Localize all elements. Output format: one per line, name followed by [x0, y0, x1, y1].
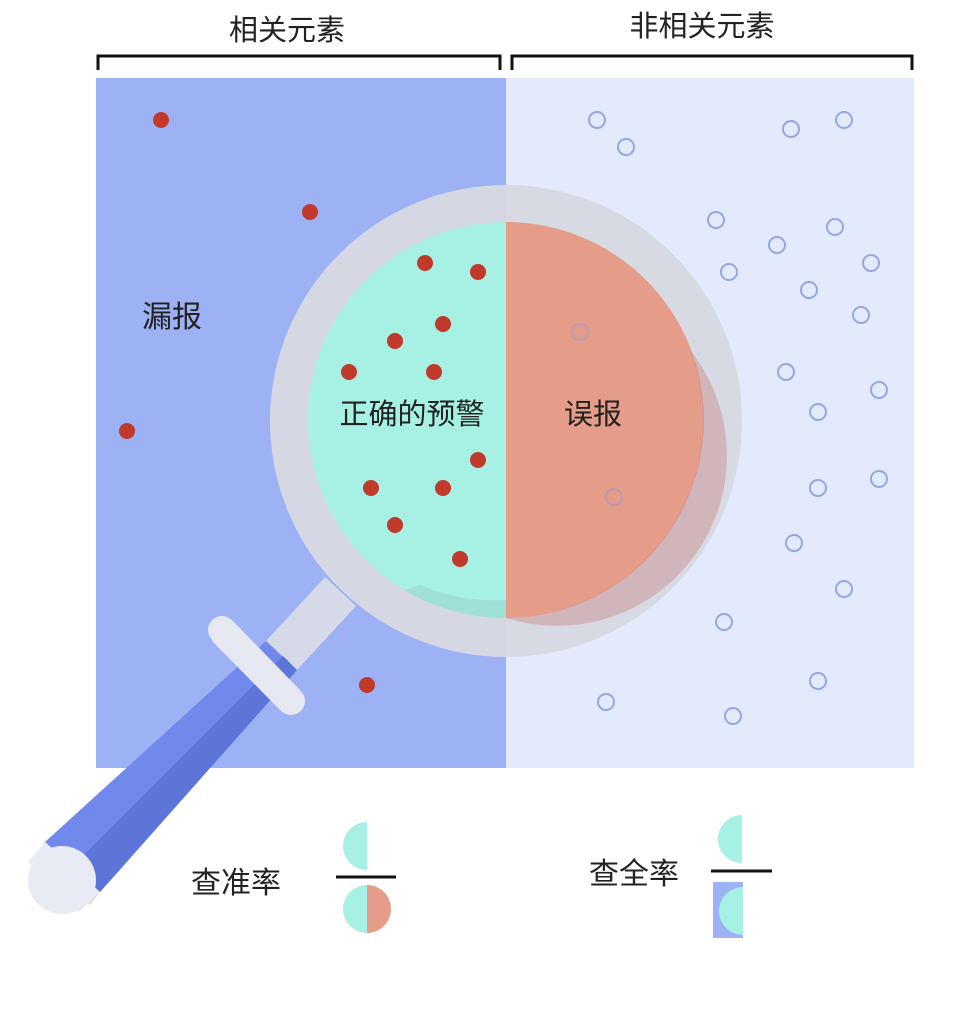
correct-dot — [387, 333, 403, 349]
correct-dot — [452, 551, 468, 567]
recall-label: 查全率 — [589, 857, 679, 892]
relevant-dot — [359, 677, 375, 693]
relevant-dot — [302, 204, 318, 220]
correct-dot — [417, 255, 433, 271]
false-alarm-label: 误报 — [564, 397, 622, 431]
relevant-header: 相关元素 — [229, 13, 345, 47]
correct-dot — [341, 364, 357, 380]
relevant-dot — [153, 112, 169, 128]
correct-dot — [470, 264, 486, 280]
relevant-bracket — [98, 56, 500, 70]
correct-dot — [387, 517, 403, 533]
missed-label: 漏报 — [142, 300, 202, 335]
recall-fraction-icon — [711, 815, 772, 938]
precision-label: 查准率 — [191, 866, 281, 901]
irrelevant-bracket — [512, 56, 912, 70]
correct-dot — [470, 452, 486, 468]
correct-dot — [435, 480, 451, 496]
correct-dot — [435, 316, 451, 332]
correct-alerts-label: 正确的预警 — [339, 397, 484, 431]
correct-dot — [426, 364, 442, 380]
correct-dot — [363, 480, 379, 496]
precision-fraction-icon — [336, 822, 396, 933]
relevant-dot — [119, 423, 135, 439]
irrelevant-header: 非相关元素 — [629, 9, 774, 43]
